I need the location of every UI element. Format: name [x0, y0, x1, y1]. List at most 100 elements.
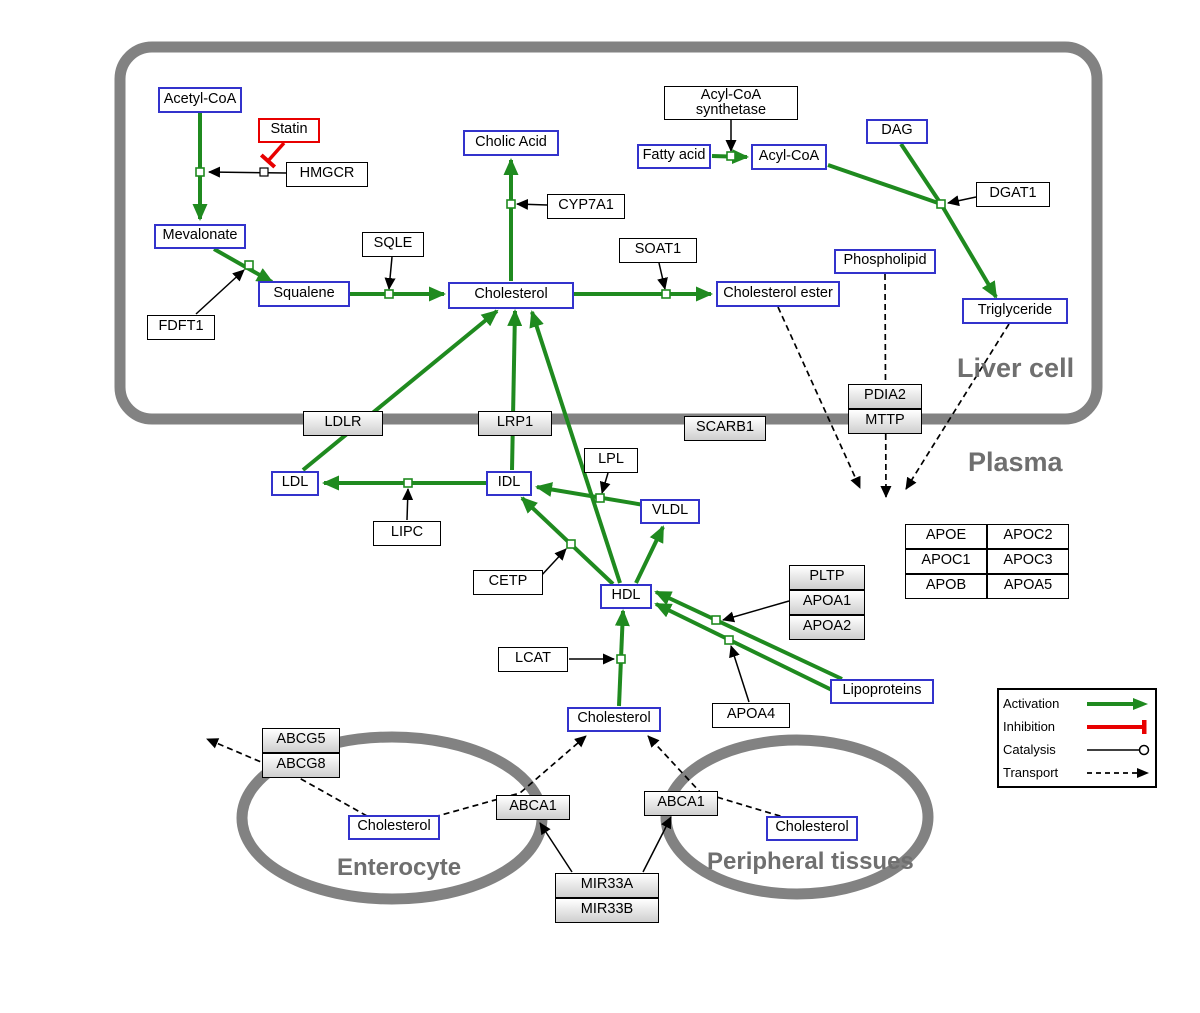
node-hmgcr[interactable]: HMGCR — [286, 161, 368, 187]
peripheral-tissues-label: Peripheral tissues — [707, 848, 914, 875]
legend-row-catalysis: Catalysis — [1003, 739, 1151, 761]
node-abcg5[interactable]: ABCG5 — [262, 727, 340, 753]
node-hdl[interactable]: HDL — [600, 583, 652, 609]
edge-triglyceride-secretion — [905, 323, 1010, 490]
legend-transport-label: Transport — [1003, 765, 1059, 780]
node-ldl[interactable]: LDL — [271, 470, 319, 496]
node-cetp[interactable]: CETP — [473, 569, 543, 595]
node-abca1-left[interactable]: ABCA1 — [496, 794, 570, 820]
catalysis-circle-icon — [1087, 744, 1150, 755]
edge-junction-to-triglyceride — [939, 202, 998, 299]
anchor-lipoproteins-to-hdl-lower — [724, 635, 734, 645]
node-cholesterol-liver[interactable]: Cholesterol — [448, 281, 574, 309]
anchor-squalene-to-cholesterol — [384, 289, 394, 299]
liver-cell-membrane — [114, 41, 1103, 425]
node-cholesterol-plasma[interactable]: Cholesterol — [567, 706, 661, 732]
node-dgat1[interactable]: DGAT1 — [976, 181, 1050, 207]
node-apoc2[interactable]: APOC2 — [987, 523, 1069, 549]
node-lpl[interactable]: LPL — [584, 447, 638, 473]
node-apoa4[interactable]: APOA4 — [712, 702, 790, 728]
legend-catalysis-label: Catalysis — [1003, 742, 1056, 757]
anchor-mevalonate-to-squalene — [244, 260, 254, 270]
anchor-fatty-acid-to-acylcoa — [726, 151, 736, 161]
node-triglyceride[interactable]: Triglyceride — [962, 298, 1068, 324]
node-acetyl-coa[interactable]: Acetyl-CoA — [158, 87, 242, 113]
edge-hmgcr-catalysis — [208, 166, 287, 178]
liver-cell-label: Liver cell — [957, 353, 1075, 383]
legend-inhibition-label: Inhibition — [1003, 719, 1056, 734]
edge-fdft1-catalysis — [195, 269, 245, 315]
edge-soat1-catalysis — [657, 262, 668, 290]
node-apoa1[interactable]: APOA1 — [789, 589, 865, 615]
node-mevalonate[interactable]: Mevalonate — [154, 223, 246, 249]
node-apoa5[interactable]: APOA5 — [987, 573, 1069, 599]
node-fdft1[interactable]: FDFT1 — [147, 314, 215, 340]
legend-row-transport: Transport — [1003, 762, 1151, 784]
transport-dashed-arrow-icon — [1087, 767, 1149, 778]
legend-row-activation: Activation — [1003, 693, 1151, 715]
node-cholesterol-peripheral[interactable]: Cholesterol — [766, 815, 858, 841]
edge-cetp-catalysis — [539, 548, 567, 578]
node-mttp[interactable]: MTTP — [848, 408, 922, 434]
node-mir33a[interactable]: MIR33A — [555, 872, 659, 898]
node-abcg8[interactable]: ABCG8 — [262, 752, 340, 778]
edge-apoa4-catalysis — [729, 645, 750, 703]
edge-cyp7a1-catalysis — [516, 198, 548, 210]
edge-dag-to-dgat1-junction — [899, 142, 943, 206]
node-pltp[interactable]: PLTP — [789, 564, 865, 590]
edge-lpl-catalysis — [599, 472, 611, 494]
node-apoa2[interactable]: APOA2 — [789, 614, 865, 640]
anchor-idl-to-ldl — [403, 478, 413, 488]
node-pdia2[interactable]: PDIA2 — [848, 383, 922, 409]
anchor-lipoproteins-to-hdl-upper — [711, 615, 721, 625]
inhibition-tbar-icon — [1087, 719, 1147, 734]
anchor-cholesterol-to-cholesterol-ester — [661, 289, 671, 299]
edge-cholesterol-ester-secretion — [777, 306, 861, 489]
edge-lipoproteins-to-hdl-lower — [654, 602, 837, 694]
node-idl[interactable]: IDL — [486, 470, 532, 496]
node-abca1-right[interactable]: ABCA1 — [644, 790, 718, 816]
node-squalene[interactable]: Squalene — [258, 281, 350, 307]
node-soat1[interactable]: SOAT1 — [619, 237, 697, 263]
node-apoc3[interactable]: APOC3 — [987, 548, 1069, 574]
edge-ldl-to-liver-cholesterol — [301, 309, 499, 472]
edge-hdl-to-vldl — [634, 525, 665, 584]
node-apob[interactable]: APOB — [905, 573, 987, 599]
node-lipc[interactable]: LIPC — [373, 520, 441, 546]
edge-dgat1-catalysis — [947, 195, 977, 207]
node-statin[interactable]: Statin — [258, 117, 320, 143]
anchor-hmgcr-catalysis — [259, 167, 269, 177]
node-sqle[interactable]: SQLE — [362, 231, 424, 257]
node-cholic-acid[interactable]: Cholic Acid — [463, 130, 559, 156]
node-cyp7a1[interactable]: CYP7A1 — [547, 193, 625, 219]
node-acyl-coa[interactable]: Acyl-CoA — [751, 144, 827, 170]
node-fatty-acid[interactable]: Fatty acid — [637, 143, 711, 169]
anchor-plasma-cholesterol-to-hdl — [616, 654, 626, 664]
edge-hdl-to-liver-cholesterol — [529, 310, 622, 584]
legend-row-inhibition: Inhibition — [1003, 716, 1151, 738]
node-cholesterol-ester[interactable]: Cholesterol ester — [716, 281, 840, 307]
edge-acylcoa-to-dgat1-junction — [827, 163, 942, 206]
anchor-cholesterol-to-cholic-acid — [506, 199, 516, 209]
node-phospholipid[interactable]: Phospholipid — [834, 248, 936, 274]
node-apoc1[interactable]: APOC1 — [905, 548, 987, 574]
edge-pltp-apoa-catalysis — [722, 600, 790, 623]
edge-enterocyte-cholesterol-efflux-abcg — [206, 738, 368, 817]
node-lipoproteins[interactable]: Lipoproteins — [830, 678, 934, 704]
edge-vldl-to-idl — [535, 482, 645, 507]
node-ldlr[interactable]: LDLR — [303, 410, 383, 436]
node-apoe[interactable]: APOE — [905, 523, 987, 549]
node-dag[interactable]: DAG — [866, 118, 928, 144]
anchor-acetylcoa-to-mevalonate — [195, 167, 205, 177]
node-cholesterol-enterocyte[interactable]: Cholesterol — [348, 814, 440, 840]
node-scarb1[interactable]: SCARB1 — [684, 415, 766, 441]
node-lrp1[interactable]: LRP1 — [478, 410, 552, 436]
node-acyl-coa-synthetase[interactable]: Acyl-CoA synthetase — [664, 86, 798, 120]
node-lcat[interactable]: LCAT — [498, 646, 568, 672]
node-mir33b[interactable]: MIR33B — [555, 897, 659, 923]
enterocyte-label: Enterocyte — [337, 854, 462, 881]
node-vldl[interactable]: VLDL — [640, 498, 700, 524]
anchor-hdl-to-idl — [566, 539, 576, 549]
